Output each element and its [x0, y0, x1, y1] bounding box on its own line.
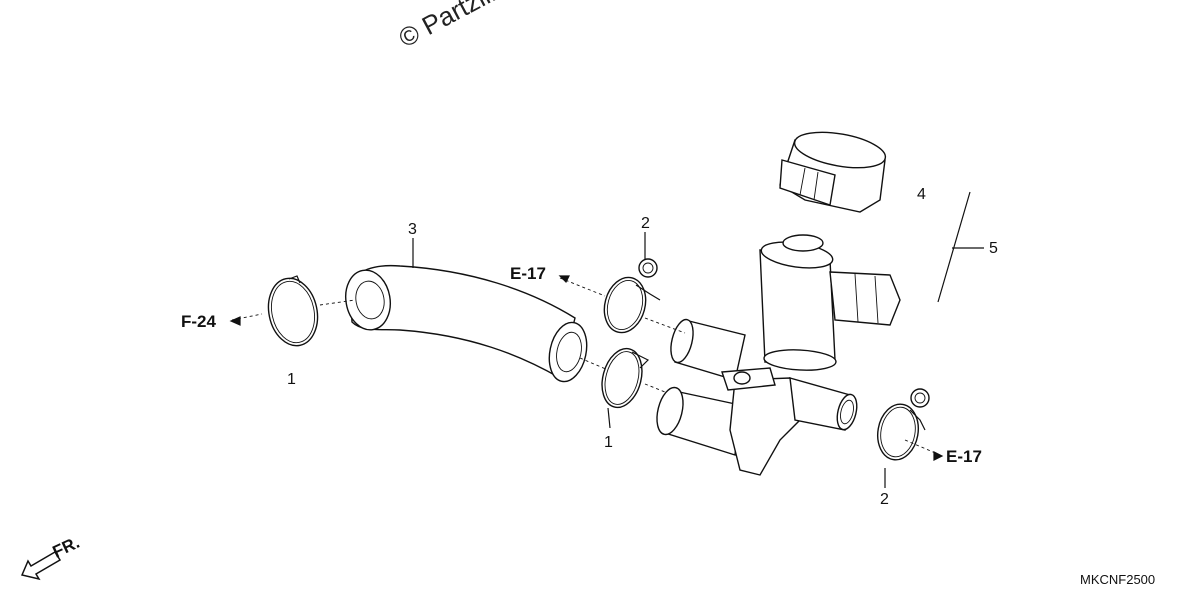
valve-assembly[interactable]	[653, 234, 901, 476]
callout-4: 4	[917, 186, 926, 203]
hose[interactable]	[341, 264, 592, 385]
callout-1-left: 1	[287, 371, 296, 388]
cover-cap[interactable]	[779, 126, 888, 213]
ref-e17-top[interactable]: E-17	[510, 264, 570, 284]
ref-f24-label: F-24	[181, 312, 217, 331]
ref-f24[interactable]: F-24	[181, 312, 241, 331]
callout-3: 3	[408, 221, 417, 238]
callout-2-top: 2	[641, 215, 650, 232]
clamp-band-mid[interactable]	[596, 344, 650, 412]
clamp-band-left[interactable]	[262, 274, 323, 350]
callout-2-bottom: 2	[880, 491, 889, 508]
ref-e17-bottom-label: E-17	[946, 447, 982, 466]
ref-e17-top-label: E-17	[510, 264, 546, 283]
ref-e17-bottom[interactable]: E-17	[933, 447, 982, 466]
watermark: © Partzilla	[394, 0, 514, 53]
callout-5: 5	[989, 240, 998, 257]
spring-clip-top[interactable]	[598, 258, 661, 337]
spring-clip-bottom[interactable]	[873, 388, 930, 463]
drawing-code: MKCNF2500	[1080, 572, 1155, 587]
front-arrow: FR.	[20, 533, 83, 581]
front-arrow-icon	[20, 550, 62, 581]
callout-1-mid: 1	[604, 434, 613, 451]
